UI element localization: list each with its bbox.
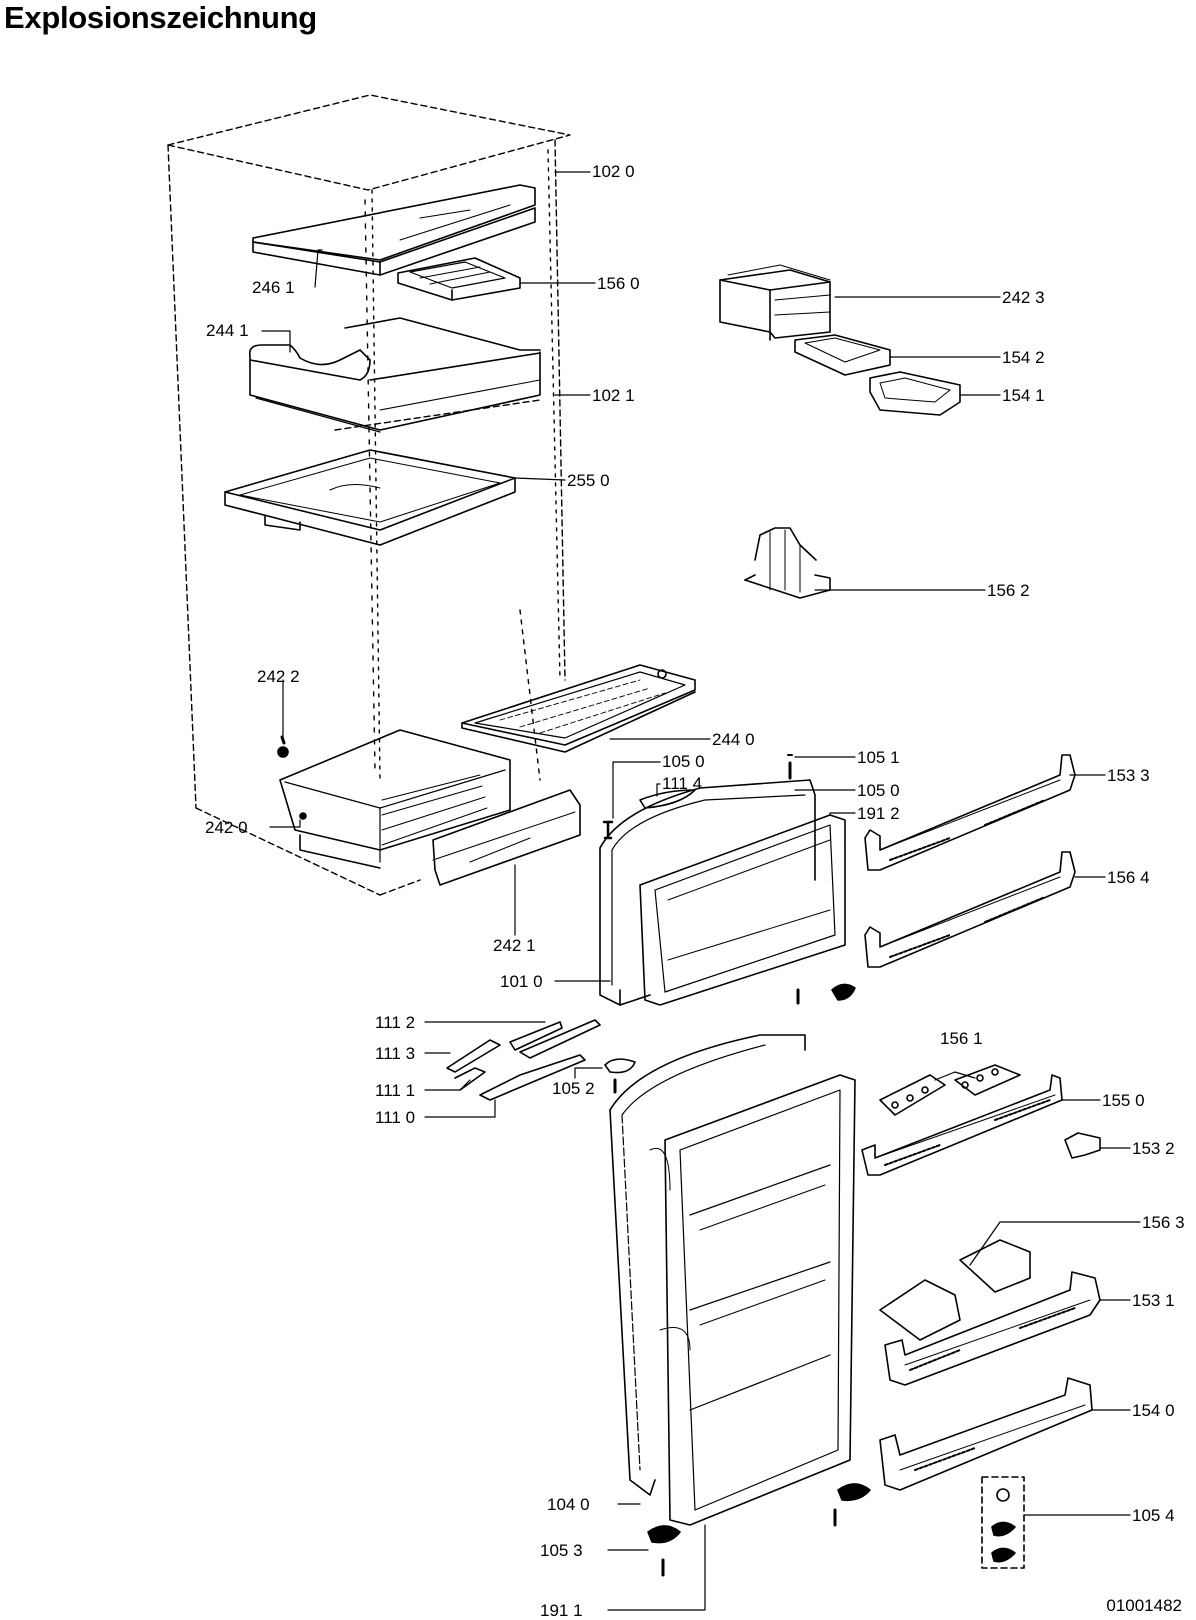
fridge-door-part xyxy=(609,1034,806,1496)
callout-242-2: 242 2 xyxy=(257,667,300,686)
ice-tray-part xyxy=(397,257,521,301)
cabinet-outline xyxy=(167,94,571,896)
callout-244-1: 244 1 xyxy=(206,321,249,340)
ice-cube-tray-part xyxy=(794,334,891,376)
callout-105-2: 105 2 xyxy=(552,1079,595,1098)
freezer-balcony-lower-part xyxy=(864,851,1076,968)
callout-191-1: 191 1 xyxy=(540,1601,583,1620)
callout-105-4: 105 4 xyxy=(1132,1506,1175,1525)
callout-105-0-right: 105 0 xyxy=(857,781,900,800)
callout-191-2: 191 2 xyxy=(857,804,900,823)
handle-parts xyxy=(446,1019,601,1101)
crisper-drawer-part xyxy=(277,729,511,869)
bottle-balcony-part xyxy=(879,1377,1093,1491)
butter-balcony-part xyxy=(861,1074,1063,1176)
callout-105-3: 105 3 xyxy=(540,1541,583,1560)
page-title: Explosionszeichnung xyxy=(4,0,317,35)
callout-156-4: 156 4 xyxy=(1107,868,1150,887)
callout-102-0: 102 0 xyxy=(592,162,635,181)
handle-cover-part xyxy=(639,789,696,809)
callout-156-2: 156 2 xyxy=(987,581,1030,600)
callout-111-2: 111 2 xyxy=(375,1013,416,1032)
crisper-front-part xyxy=(432,789,581,886)
callout-111-0: 111 0 xyxy=(375,1108,416,1127)
callout-105-0-left: 105 0 xyxy=(662,752,705,771)
callout-242-3: 242 3 xyxy=(1002,288,1045,307)
callout-246-1: 246 1 xyxy=(252,278,295,297)
callout-153-2: 153 2 xyxy=(1132,1139,1175,1158)
leader-lines xyxy=(261,171,1141,1611)
callout-111-3: 111 3 xyxy=(375,1044,416,1063)
callout-111-1: 111 1 xyxy=(375,1081,416,1100)
hinge-kit-part xyxy=(981,1476,1025,1569)
callout-104-0: 104 0 xyxy=(547,1495,590,1514)
freezer-shelf-part xyxy=(252,184,536,276)
callout-105-1: 105 1 xyxy=(857,748,900,767)
callout-154-2: 154 2 xyxy=(1002,348,1045,367)
upper-shelf-part xyxy=(248,317,541,433)
callout-111-4: 111 4 xyxy=(662,774,703,793)
freezer-balcony-upper-part xyxy=(864,754,1076,871)
callout-154-1: 154 1 xyxy=(1002,386,1045,405)
callout-156-0: 156 0 xyxy=(597,274,640,293)
bottle-insert-part xyxy=(879,1239,1031,1341)
callout-242-1: 242 1 xyxy=(493,936,536,955)
callout-156-1: 156 1 xyxy=(940,1029,983,1048)
callout-101-0: 101 0 xyxy=(500,972,543,991)
middle-hinge-part xyxy=(604,1058,636,1094)
callout-255-0: 255 0 xyxy=(567,471,610,490)
document-number: 01001482 xyxy=(1106,1596,1182,1615)
egg-trays-part xyxy=(879,1064,1021,1116)
callout-102-1: 102 1 xyxy=(592,386,635,405)
crisper-cover-shelf-part xyxy=(461,664,696,753)
ice-box-housing-part xyxy=(719,264,831,341)
callout-153-1: 153 1 xyxy=(1132,1291,1175,1310)
bottle-holder-part xyxy=(744,527,831,599)
callout-154-0: 154 0 xyxy=(1132,1401,1175,1420)
callout-153-3: 153 3 xyxy=(1107,766,1150,785)
hinge-pin-parts xyxy=(602,754,856,1005)
bottom-hinge-part xyxy=(647,1483,871,1577)
freezer-door-part xyxy=(599,779,816,1006)
callout-244-0: 244 0 xyxy=(712,730,755,749)
callout-155-0: 155 0 xyxy=(1102,1091,1145,1110)
door-balcony-middle-part xyxy=(884,1271,1101,1386)
balcony-divider-part xyxy=(1064,1132,1101,1159)
small-container-part xyxy=(869,371,961,416)
fridge-door-gasket-part xyxy=(664,1074,856,1526)
callout-242-0: 242 0 xyxy=(205,818,248,837)
callout-156-3: 156 3 xyxy=(1142,1213,1185,1232)
